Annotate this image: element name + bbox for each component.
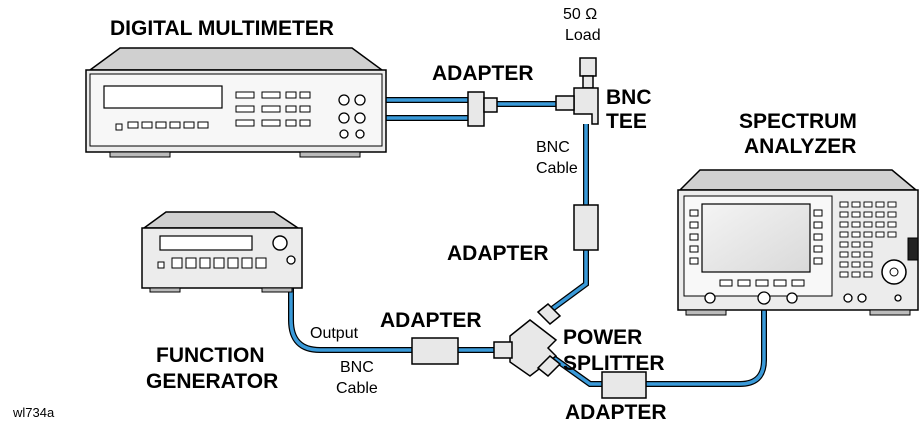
power-splitter	[493, 302, 562, 378]
digital-multimeter-label: DIGITAL MULTIMETER	[110, 17, 334, 40]
bnc-cable-bottom-label-line1: BNC	[340, 359, 374, 376]
spectrum-analyzer-label-line1: SPECTRUM	[739, 110, 857, 133]
bnc-tee-label-line2: TEE	[606, 110, 647, 133]
splitter-adapter	[411, 337, 459, 365]
bnc-cable-top-label-line2: Cable	[536, 160, 578, 177]
dmm-adapter	[467, 91, 498, 127]
load-value-label: 50 Ω	[563, 6, 598, 23]
bnc-cable-bottom-label-line2: Cable	[336, 380, 378, 397]
function-generator-label-line2: GENERATOR	[146, 370, 279, 393]
adapter-bottom-label: ADAPTER	[565, 401, 667, 424]
spectrum-analyzer-label-line2: ANALYZER	[744, 135, 857, 158]
spectrum-analyzer-instrument	[677, 169, 919, 316]
adapter-middle-label: ADAPTER	[447, 242, 549, 265]
bnc-tee-label-line1: BNC	[606, 86, 652, 109]
dmm-cable	[372, 97, 556, 121]
bottom-adapter	[601, 371, 647, 399]
function-generator-instrument	[141, 211, 303, 293]
bnc-cable-top	[546, 124, 589, 315]
digital-multimeter-instrument	[85, 47, 387, 158]
adapter-top-label: ADAPTER	[432, 62, 534, 85]
output-label: Output	[310, 325, 359, 342]
cables	[288, 97, 767, 387]
bnc-cable-bottom	[288, 272, 494, 353]
analyzer-cable	[546, 300, 767, 387]
middle-adapter	[573, 204, 599, 251]
power-splitter-label-line1: POWER	[563, 326, 643, 349]
bnc-cable-top-label-line1: BNC	[536, 139, 570, 156]
load-word-label: Load	[565, 27, 601, 44]
power-splitter-label-line2: SPLITTER	[563, 352, 665, 375]
bnc-tee	[555, 57, 599, 125]
adapter-splitter-label: ADAPTER	[380, 309, 482, 332]
figure-id-label: wl734a	[13, 405, 55, 420]
function-generator-label-line1: FUNCTION	[156, 344, 265, 367]
